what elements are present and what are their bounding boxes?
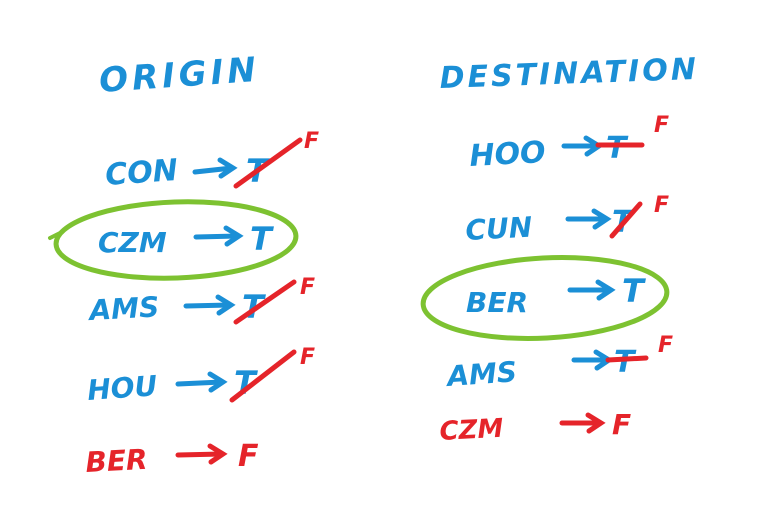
arrow-icon <box>175 443 228 465</box>
destination-code-1: HOO <box>469 135 547 174</box>
origin-code-4: HOU <box>86 369 158 407</box>
arrow-icon <box>183 294 236 316</box>
arrow-icon <box>565 208 612 230</box>
destination-code-3: BER <box>466 286 528 319</box>
origin-title: ORIGIN <box>98 50 261 101</box>
origin-code-3: AMS <box>87 290 160 327</box>
origin-code-1: CON <box>104 153 179 193</box>
destination-value-3: T <box>622 272 646 310</box>
strike-mark <box>605 355 649 363</box>
arrow-icon <box>192 157 238 179</box>
origin-code-5: BER <box>85 443 149 479</box>
origin-code-2: CZM <box>98 226 167 259</box>
origin-correction-4: F <box>300 345 315 370</box>
strike-mark <box>229 349 297 403</box>
arrow-icon <box>193 225 244 247</box>
origin-correction-1: F <box>304 129 319 154</box>
origin-row-3: AMS T F <box>87 275 315 327</box>
destination-value-1: T <box>606 131 629 166</box>
strike-mark <box>233 279 297 325</box>
arrow-icon <box>559 412 606 434</box>
origin-correction-3: F <box>300 275 315 300</box>
destination-row-4: AMS T F <box>444 333 673 393</box>
highlight-circle <box>420 255 670 341</box>
destination-row-1: HOO T F <box>469 113 669 174</box>
origin-row-1: CON T F <box>104 129 319 193</box>
destination-code-2: CUN <box>465 211 533 247</box>
destination-row-5: CZM F <box>439 408 631 447</box>
origin-row-2: CZM T <box>48 199 299 281</box>
origin-value-2: T <box>250 220 274 258</box>
origin-row-5: BER F <box>85 439 259 479</box>
highlight-circle <box>53 199 299 281</box>
origin-row-4: HOU T F <box>86 345 315 407</box>
arrow-icon <box>567 279 616 301</box>
destination-correction-1: F <box>654 113 669 138</box>
arrow-icon <box>175 371 228 393</box>
destination-code-4: AMS <box>444 355 518 393</box>
arrow-icon <box>571 349 614 371</box>
strike-mark <box>233 137 303 189</box>
origin-value-5: F <box>238 439 259 474</box>
destination-value-4: T <box>614 345 637 380</box>
destination-correction-2: F <box>654 193 669 218</box>
destination-value-5: F <box>612 408 631 441</box>
destination-code-5: CZM <box>439 414 504 447</box>
circle-tail <box>48 230 64 240</box>
destination-row-2: CUN T F <box>465 193 669 247</box>
destination-row-3: BER T <box>420 255 670 341</box>
strike-mark <box>609 201 643 239</box>
destination-correction-4: F <box>658 333 673 358</box>
arrow-icon <box>561 135 604 157</box>
destination-title: DESTINATION <box>439 52 699 96</box>
